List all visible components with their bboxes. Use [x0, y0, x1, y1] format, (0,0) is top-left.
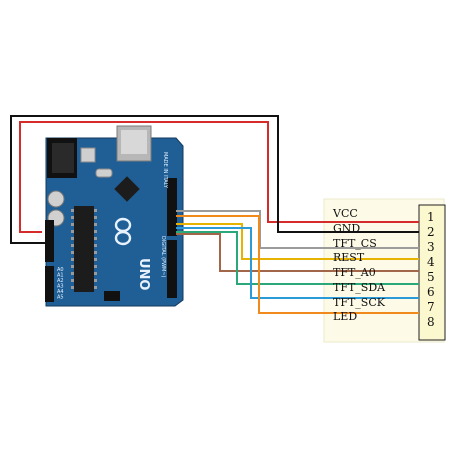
wire-led: [176, 215, 419, 314]
mcu-chip: [74, 206, 94, 292]
analog-pin-a3: A3: [57, 284, 64, 290]
label-tft-sck: TFT_SCK: [333, 296, 386, 309]
digital-header-upper: [167, 178, 177, 236]
icsp-header: [104, 291, 120, 301]
wire-tft-sda: [176, 231, 419, 285]
analog-pin-a5: A5: [57, 295, 64, 301]
label-tft-cs: TFT_CS: [333, 237, 377, 250]
terminal-number-8: 8: [427, 315, 435, 329]
digital-header-lower: [167, 240, 177, 298]
analog-header: [45, 266, 54, 302]
wire-tft-sck: [176, 227, 419, 299]
analog-pin-a1: A1: [57, 273, 64, 279]
reset-button: [80, 147, 96, 163]
analog-pin-a0: A0: [57, 267, 64, 273]
capacitor-1: [47, 190, 65, 208]
terminal-number-4: 4: [427, 255, 435, 269]
analog-pin-a2: A2: [57, 278, 64, 284]
mcu-pins: [71, 209, 97, 289]
arduino-board: UNO MADE IN ITALY DIGITAL (PWM~) POWER A…: [36, 125, 184, 307]
terminal-number-1: 1: [427, 210, 435, 224]
board-model-label: UNO: [136, 258, 151, 291]
terminal-number-3: 3: [427, 240, 435, 254]
label-tft-sda: TFT_SDA: [333, 281, 386, 294]
power-jack-inner: [52, 143, 74, 173]
wire-rest: [176, 223, 419, 260]
label-vcc: VCC: [332, 207, 358, 220]
terminal-number-2: 2: [427, 225, 435, 239]
digital-label: DIGITAL (PWM~): [160, 236, 166, 278]
terminal-number-7: 7: [427, 300, 435, 314]
label-tft-a0: TFT_A0: [333, 266, 376, 279]
terminal-number-6: 6: [427, 285, 435, 299]
made-in-label: MADE IN ITALY: [162, 152, 168, 189]
wire-gnd: [10, 115, 419, 244]
terminal-block: [418, 204, 446, 341]
label-led: LED: [333, 310, 357, 323]
terminal-number-5: 5: [427, 270, 435, 284]
crystal: [95, 168, 113, 178]
wires: [10, 115, 419, 314]
label-rest: REST: [333, 251, 365, 264]
label-gnd: GND: [333, 222, 360, 235]
wire-tft-a0: [176, 233, 419, 272]
analog-pin-a4: A4: [57, 289, 64, 295]
power-header: [45, 220, 54, 262]
arduino-logo-icon: [114, 217, 132, 246]
wire-vcc: [19, 121, 419, 233]
usb-connector-inner: [121, 130, 147, 154]
